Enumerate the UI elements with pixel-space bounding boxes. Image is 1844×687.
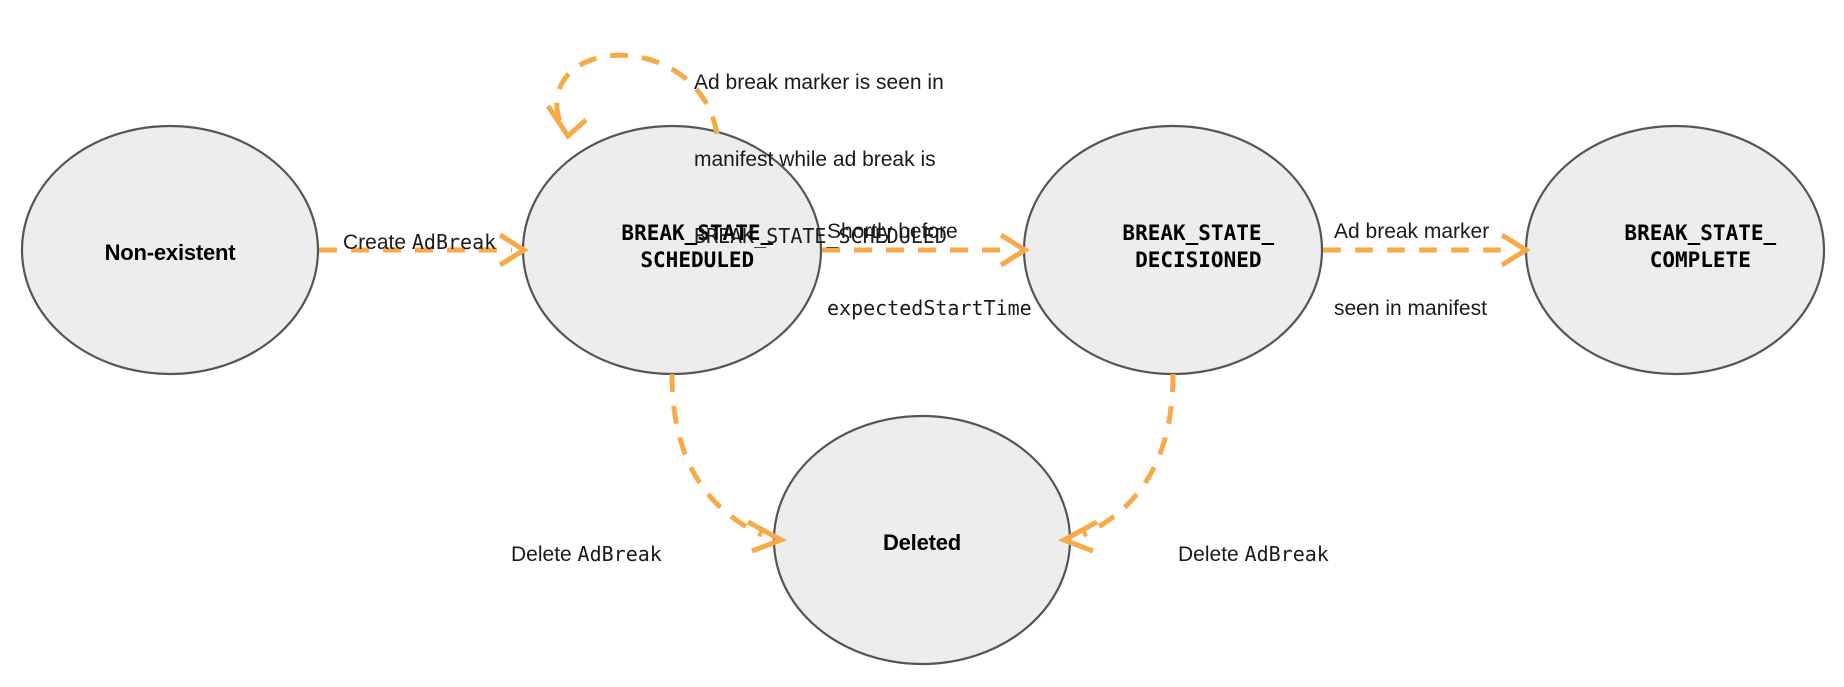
node-deleted[interactable] — [772, 414, 1072, 666]
edge-decisioned-to-complete — [1323, 232, 1531, 268]
edge-decisioned-to-deleted-line — [1081, 373, 1176, 538]
edge-decisioned-to-deleted — [1058, 373, 1176, 554]
edge-scheduled-to-decisioned — [822, 232, 1030, 268]
node-break-state-decisioned[interactable] — [1022, 124, 1324, 376]
edge-decisioned-to-complete-arrowhead — [1500, 232, 1531, 268]
edge-scheduled-to-deleted-arrowhead — [746, 519, 787, 554]
edge-self-loop-scheduled — [545, 52, 720, 140]
edge-create-adbreak-arrowhead — [498, 232, 529, 268]
edge-decisioned-to-deleted-arrowhead — [1058, 519, 1099, 554]
edge-create-adbreak — [319, 232, 529, 268]
edge-self-loop-scheduled-line — [554, 52, 720, 135]
node-break-state-complete[interactable] — [1524, 124, 1826, 376]
edge-self-loop-scheduled-arrowhead — [545, 104, 588, 140]
edge-scheduled-to-deleted-line — [669, 373, 764, 538]
node-non-existent[interactable] — [20, 124, 320, 376]
edge-scheduled-to-deleted — [669, 373, 787, 554]
edge-scheduled-to-decisioned-arrowhead — [999, 232, 1030, 268]
node-break-state-scheduled[interactable] — [521, 124, 823, 376]
